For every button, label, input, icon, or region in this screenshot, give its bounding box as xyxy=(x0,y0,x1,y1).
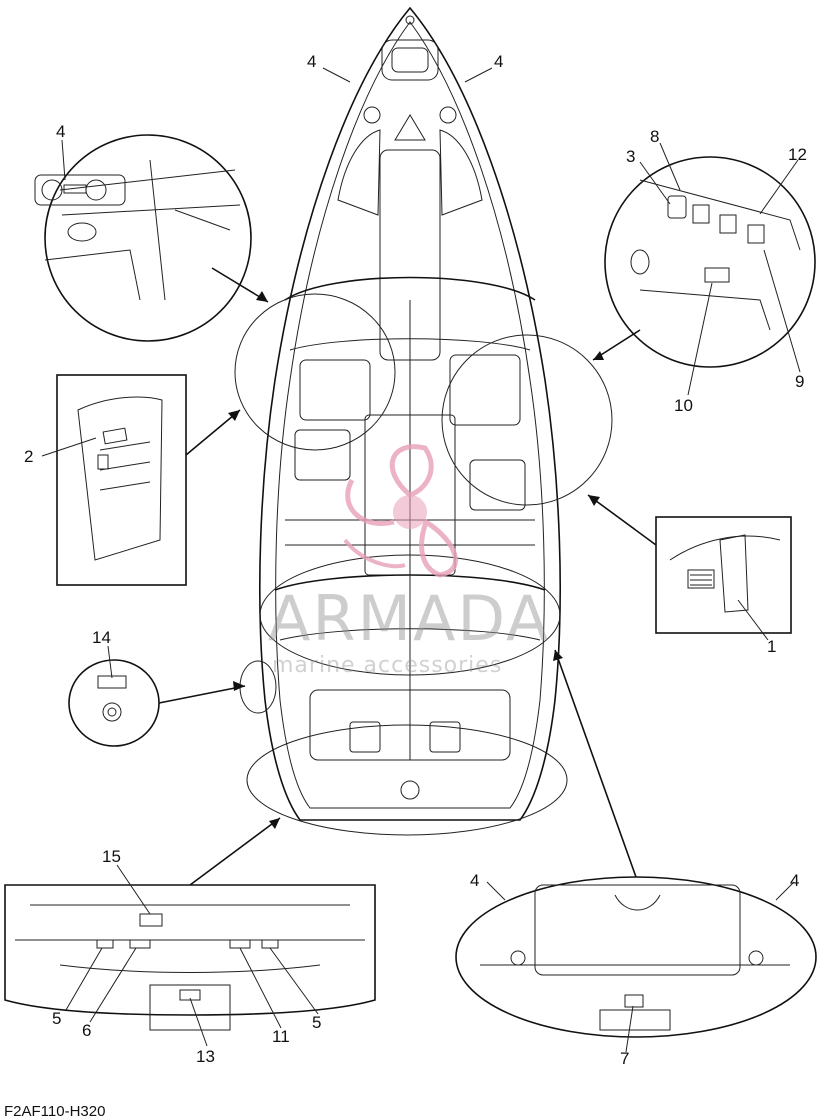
watermark-tagline: marine accessories xyxy=(272,653,502,678)
callout-5-right: 5 xyxy=(312,1013,321,1032)
watermark-propeller-icon xyxy=(343,444,458,578)
inset-cover xyxy=(587,494,792,634)
callout-labels: 4 4 4 2 3 8 12 9 10 1 14 15 4 4 5 6 11 5… xyxy=(24,52,807,1068)
callout-4-stern-right: 4 xyxy=(790,871,799,890)
inset-helm xyxy=(592,156,816,368)
inset-dashboard xyxy=(34,134,269,342)
callout-14: 14 xyxy=(92,628,111,647)
boat-top-view xyxy=(259,6,561,821)
detail-outlines xyxy=(234,293,613,836)
inset-transom xyxy=(4,817,376,1031)
callout-4-stern-left: 4 xyxy=(470,871,479,890)
callout-2: 2 xyxy=(24,447,33,466)
callout-15: 15 xyxy=(102,847,121,866)
callout-8: 8 xyxy=(650,127,659,146)
callout-4-dashboard: 4 xyxy=(56,122,65,141)
callout-5-left: 5 xyxy=(52,1009,61,1028)
callout-1: 1 xyxy=(767,637,776,656)
callout-7: 7 xyxy=(620,1049,629,1068)
callout-10: 10 xyxy=(674,396,693,415)
watermark: ARMADA marine accessories xyxy=(268,444,550,678)
inset-side-panel xyxy=(56,374,241,586)
leader-lines xyxy=(41,67,801,1053)
callout-3: 3 xyxy=(626,147,635,166)
watermark-brand: ARMADA xyxy=(268,582,550,655)
inset-switch xyxy=(68,659,246,747)
callout-13: 13 xyxy=(196,1047,215,1066)
callout-11: 11 xyxy=(272,1027,290,1046)
callout-9: 9 xyxy=(795,372,804,391)
callout-4-bow-left: 4 xyxy=(307,52,316,71)
callout-6: 6 xyxy=(82,1021,91,1040)
callout-4-bow-right: 4 xyxy=(494,52,503,71)
inset-stern xyxy=(455,649,817,1038)
diagram-code: F2AF110-H320 xyxy=(4,1103,105,1119)
callout-12: 12 xyxy=(788,145,807,164)
